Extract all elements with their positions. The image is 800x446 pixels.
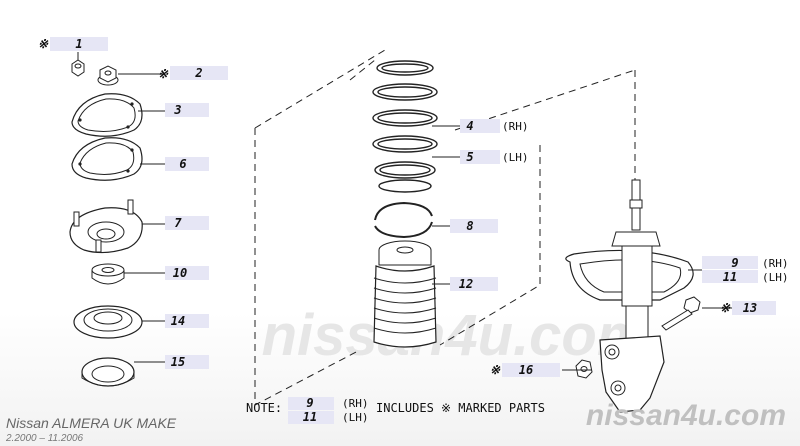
note-prefix: NOTE: [246, 401, 282, 415]
note-number-lh[interactable]: 11 [303, 410, 317, 424]
flange-nut-drawing [97, 65, 119, 86]
model-title: Nissan ALMERA UK MAKE [6, 415, 177, 431]
mark-part-13: ※ [720, 301, 731, 315]
strut-assembly-drawing [565, 179, 694, 413]
part-label-boxes [50, 37, 776, 424]
part-number-16[interactable]: 16 [519, 363, 533, 377]
part-side-4: (RH) [502, 120, 529, 133]
spring-seat-drawing [81, 357, 135, 387]
note-side-rh: (RH) [342, 397, 369, 410]
note-text: INCLUDES ※ MARKED PARTS [376, 401, 545, 415]
part-number-13[interactable]: 13 [743, 301, 757, 315]
assembly-guide-lines [254, 49, 636, 406]
leader-lines [77, 52, 732, 371]
mark-part-1: ※ [38, 37, 49, 51]
mark-part-2: ※ [158, 67, 169, 81]
part-number-12[interactable]: 12 [459, 277, 473, 291]
part-side-11: (LH) [762, 271, 789, 284]
part-number-4[interactable]: 4 [466, 119, 473, 133]
part-number-15[interactable]: 15 [171, 355, 185, 369]
strut-bolt-drawing [661, 296, 701, 331]
part-number-7[interactable]: 7 [174, 216, 182, 230]
dust-boot-drawing [373, 240, 437, 348]
bushing-drawing [91, 263, 125, 285]
part-number-11[interactable]: 11 [723, 270, 737, 284]
part-number-1[interactable]: 1 [75, 37, 82, 51]
part-side-5: (LH) [502, 151, 529, 164]
top-nut-drawing [71, 59, 85, 77]
part-number-6[interactable]: 6 [179, 157, 186, 171]
corner-watermark: nissan4u.com [586, 399, 786, 432]
part-side-9: (RH) [762, 257, 789, 270]
part-number-10[interactable]: 10 [173, 266, 187, 280]
thrust-bearing-drawing [73, 305, 143, 339]
insulator-gasket-drawing [71, 137, 143, 181]
snap-ring-drawing [374, 201, 433, 239]
part-number-5[interactable]: 5 [466, 150, 473, 164]
mark-part-16: ※ [490, 363, 501, 377]
coil-spring-drawing [372, 60, 438, 193]
model-years: 2.2000 – 11.2006 [5, 433, 84, 444]
part-number-9[interactable]: 9 [731, 256, 738, 270]
center-watermark: nissan4u.com [262, 303, 649, 368]
part-number-8[interactable]: 8 [466, 219, 473, 233]
part-number-2[interactable]: 2 [194, 66, 202, 80]
strut-nut-drawing [575, 359, 593, 379]
note-number-rh[interactable]: 9 [306, 396, 313, 410]
mount-gasket-drawing [71, 93, 143, 137]
part-number-14[interactable]: 14 [171, 314, 185, 328]
strut-mount-drawing [69, 199, 143, 254]
note-side-lh: (LH) [342, 411, 369, 424]
part-number-3[interactable]: 3 [173, 103, 181, 117]
